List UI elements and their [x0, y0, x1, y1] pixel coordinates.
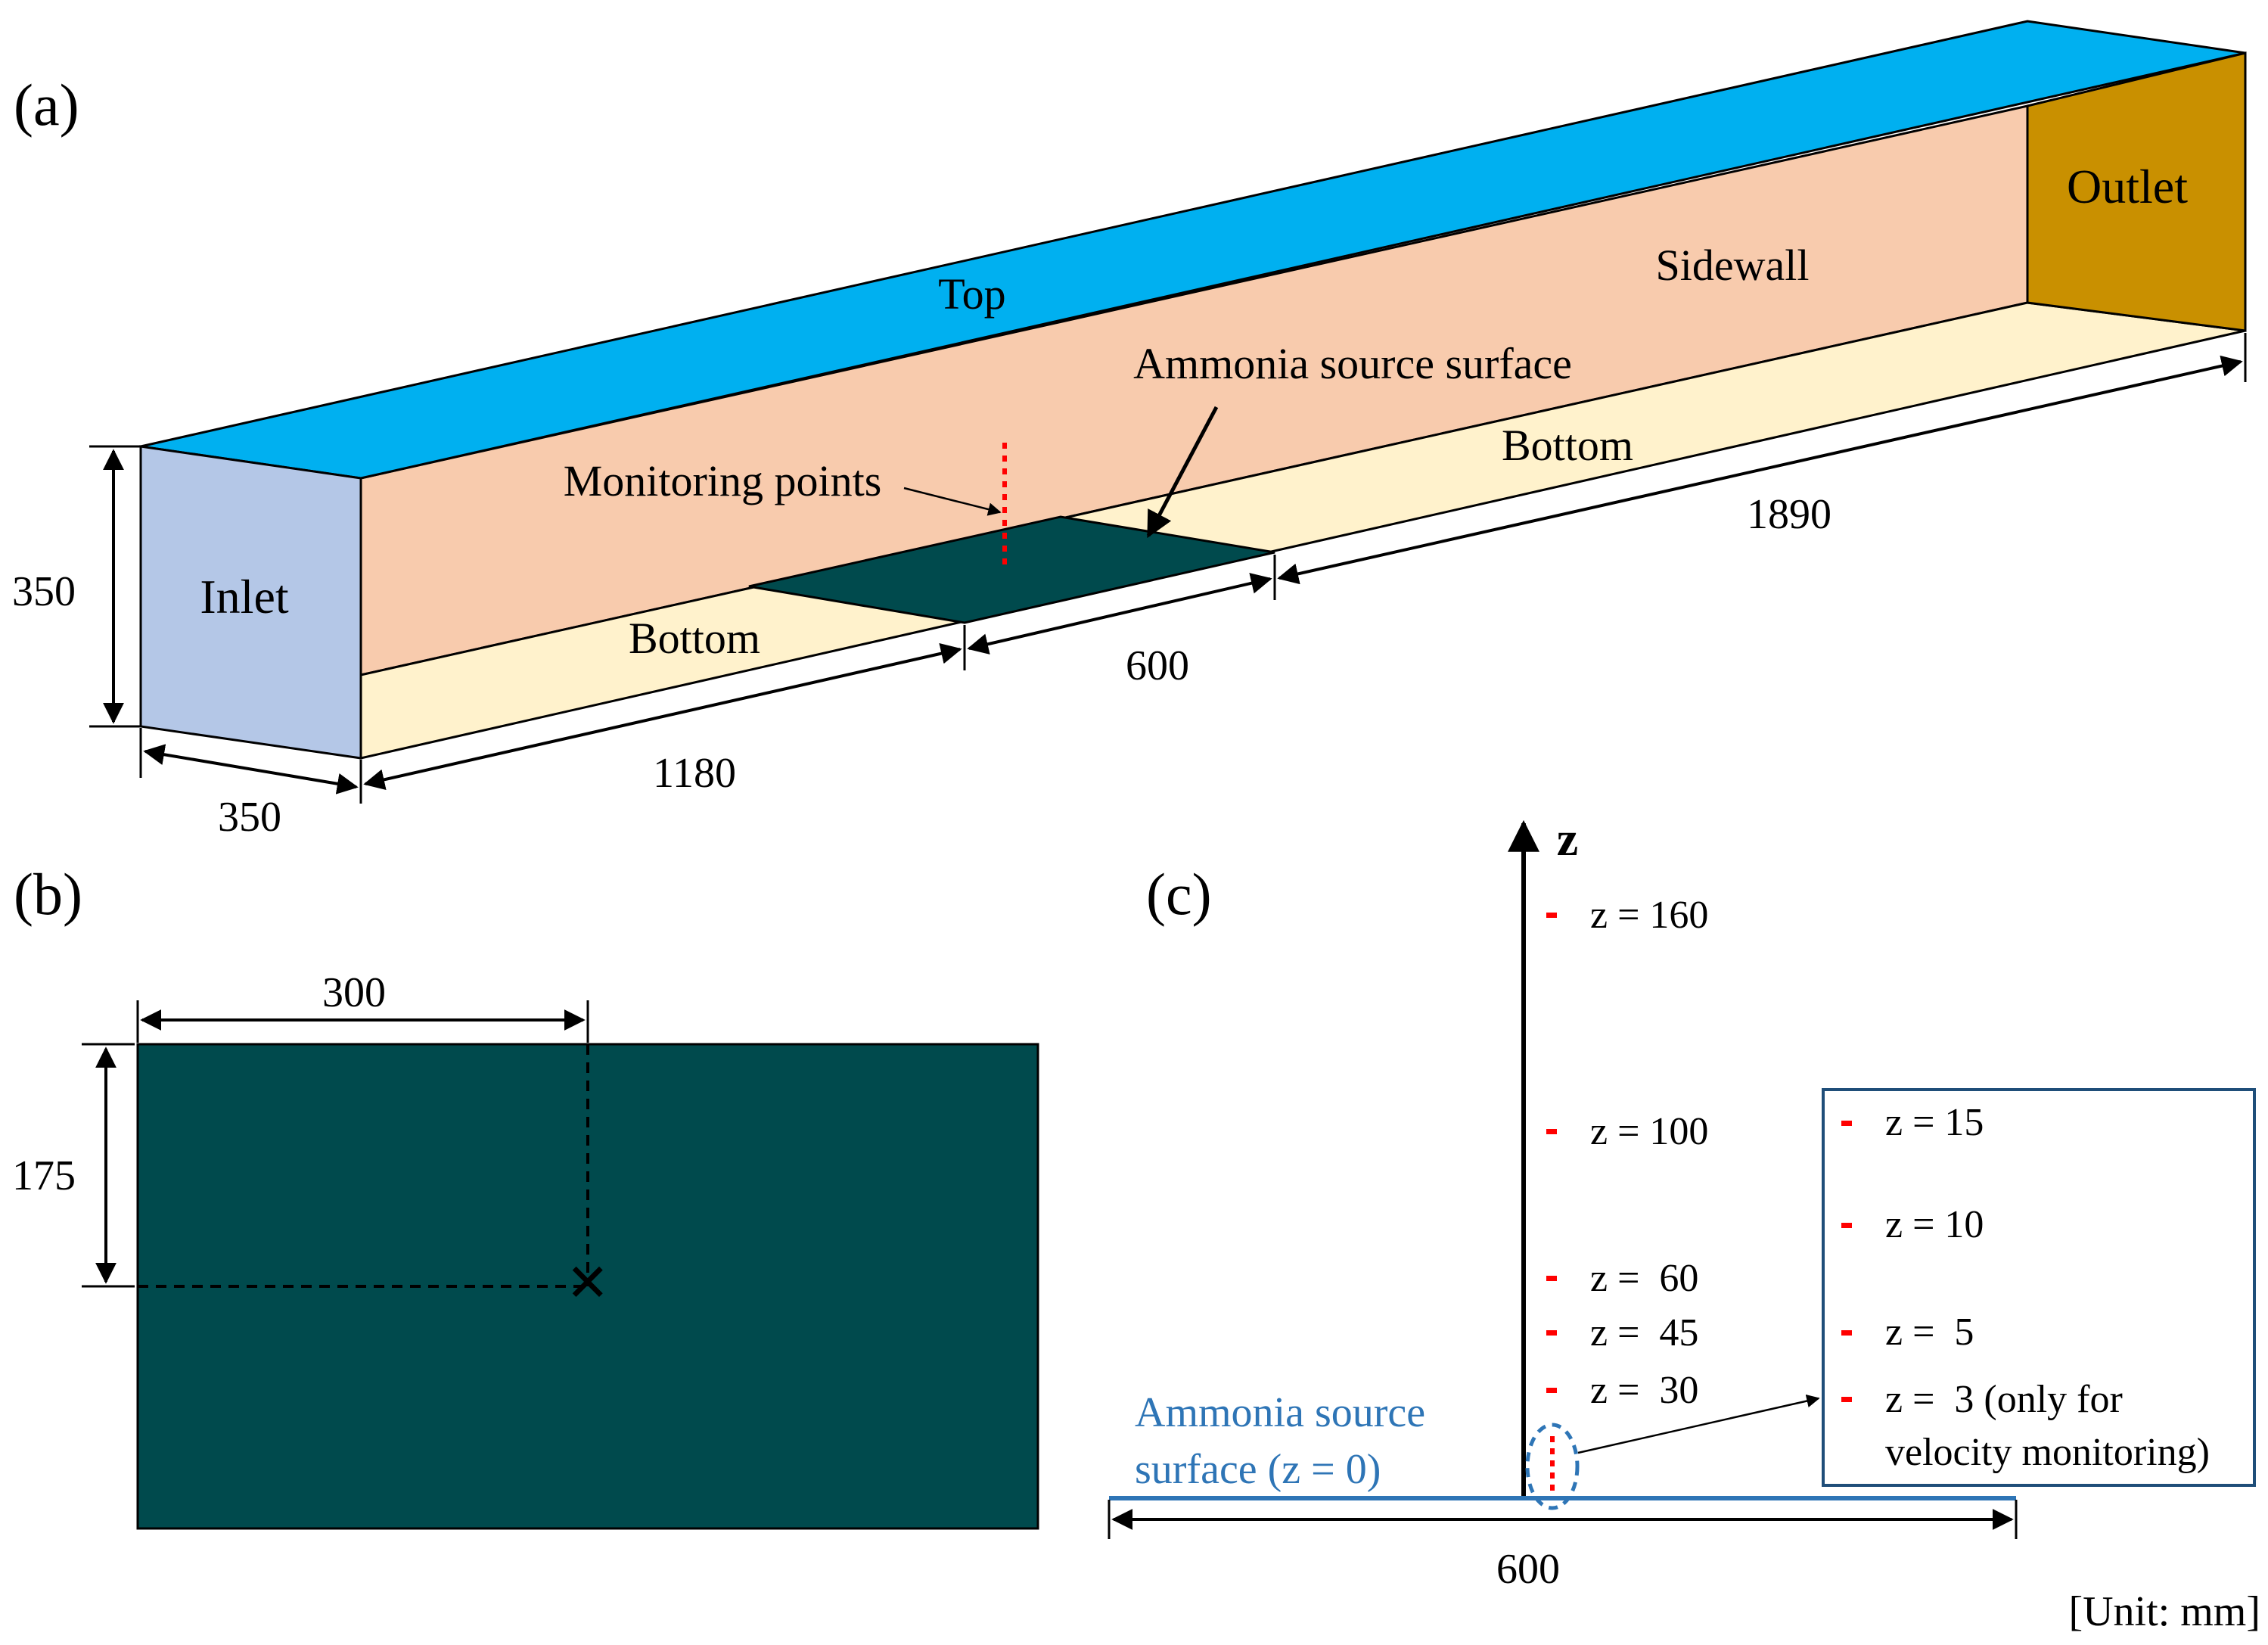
upstream-length-dimension: 1180	[363, 625, 966, 797]
monitoring-points-label: Monitoring points	[564, 456, 882, 505]
marker-z160	[1546, 913, 1557, 918]
inlet-label: Inlet	[200, 570, 289, 623]
inset-box	[1822, 1088, 2256, 1487]
inset-markers	[1841, 1121, 1852, 1402]
point-label-z30: z = 30	[1590, 1369, 1698, 1412]
marker-z15	[1841, 1121, 1852, 1126]
outlet-face	[2026, 51, 2247, 332]
marker-z10	[1841, 1223, 1852, 1228]
downstream-length-label: 1890	[1747, 491, 1831, 538]
panel-b: (b) 300 175 ×	[12, 861, 1039, 1530]
inset-label-z15: z = 15	[1885, 1101, 1984, 1144]
horizontal-dimension-label: 300	[322, 969, 386, 1016]
inset-label-z3: z = 3 (only for	[1885, 1378, 2123, 1421]
inlet-face	[139, 445, 362, 760]
sidewall-label: Sidewall	[1656, 241, 1810, 290]
marker-z5	[1841, 1330, 1852, 1336]
outlet-label: Outlet	[2067, 160, 2188, 213]
point-label-z60: z = 60	[1590, 1257, 1698, 1300]
point-label-z160: z = 160	[1590, 894, 1708, 937]
height-dimension-label: 350	[12, 568, 76, 615]
point-label-z45: z = 45	[1590, 1311, 1698, 1354]
panel-a: (a) Top Sidewall Outlet Inlet Bottom Bot…	[12, 20, 2247, 841]
source-surface-label: Ammonia source surface	[1133, 339, 1572, 388]
marker-z30	[1546, 1388, 1557, 1393]
panel-c-label: (c)	[1146, 861, 1212, 927]
panel-b-label: (b)	[14, 861, 82, 927]
source-length-dimension: 600	[967, 555, 1276, 689]
source-length-label: 600	[1126, 642, 1189, 689]
height-dimension: 350	[12, 445, 141, 728]
z-axis-label: z	[1557, 812, 1578, 866]
bottom-dimension-label: 600	[1496, 1546, 1560, 1593]
center-marker: ×	[567, 1241, 609, 1322]
marker-z100	[1546, 1129, 1557, 1134]
width-dimension: 350	[139, 728, 362, 841]
top-label: Top	[938, 269, 1005, 319]
marker-z3	[1841, 1397, 1852, 1402]
source-surface	[748, 515, 1275, 624]
bottom-downstream-label: Bottom	[1502, 421, 1633, 470]
width-dimension-label: 350	[218, 794, 281, 841]
point-markers	[1546, 913, 1557, 1393]
source-label-line1: Ammonia source	[1135, 1389, 1425, 1436]
inset-label-z10: z = 10	[1885, 1203, 1984, 1246]
inset-label-z5: z = 5	[1885, 1311, 1974, 1354]
inset-note-line2: velocity monitoring)	[1885, 1431, 2210, 1474]
source-surface-pointer	[1146, 406, 1219, 539]
panel-c: (c) z z = 160 z = 100 z = 60 z = 45 z = …	[1108, 812, 2260, 1635]
vertical-dimension-label: 175	[12, 1152, 76, 1199]
unit-label: [Unit: mm]	[2068, 1588, 2260, 1635]
source-label-line2: surface (z = 0)	[1135, 1446, 1381, 1493]
zoom-pointer	[1577, 1394, 1820, 1454]
zoom-circle	[1525, 1423, 1580, 1510]
downstream-length-dimension: 1890	[1277, 333, 2247, 585]
bottom-upstream-label: Bottom	[629, 614, 760, 663]
panel-a-label: (a)	[14, 72, 79, 138]
monitoring-points-pointer	[903, 487, 1002, 516]
point-label-z100: z = 100	[1590, 1110, 1708, 1153]
marker-z45	[1546, 1330, 1557, 1336]
marker-z60	[1546, 1276, 1557, 1281]
upstream-length-label: 1180	[653, 750, 736, 797]
